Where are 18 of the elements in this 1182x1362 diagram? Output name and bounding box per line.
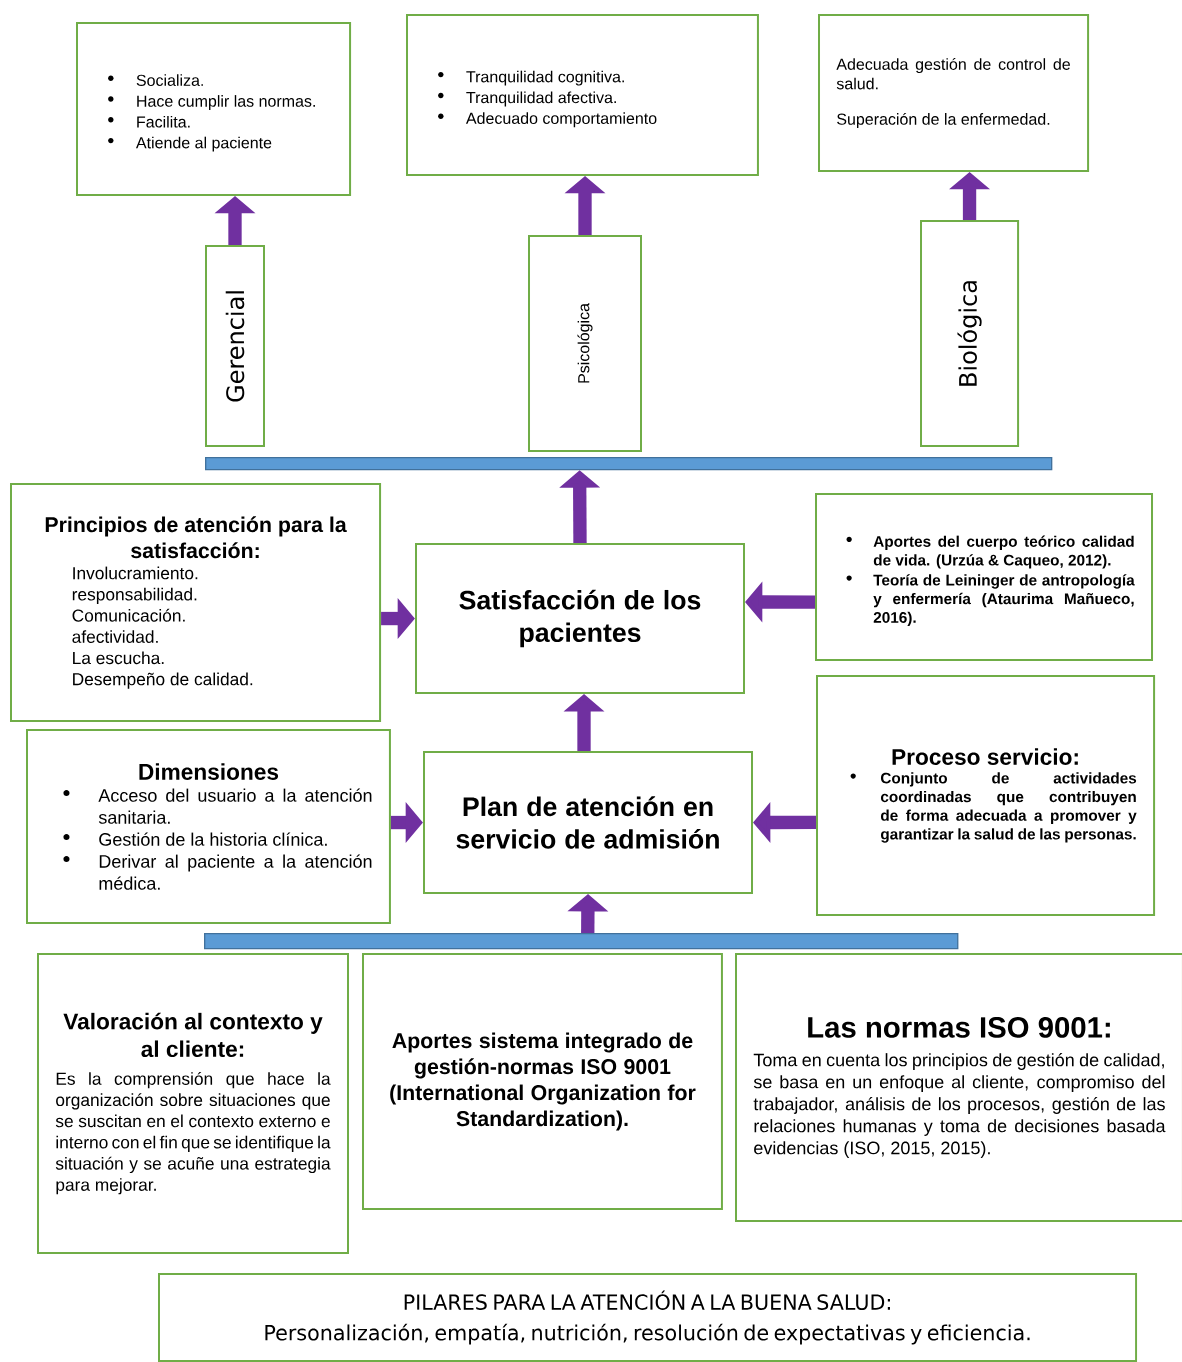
vertical-label-box: Gerencial — [205, 245, 265, 447]
bullet-list-box: Socializa. Hace cumplir las normas. Facilita. Atiende al paciente — [76, 22, 352, 196]
vertical-label-box: Biológica — [920, 220, 1020, 448]
process-box: Satisfacción de los pacientes — [415, 543, 745, 695]
text-box: Adecuada gestión de control de salud. Superación de la enfermedad. — [818, 14, 1090, 172]
text-box: Proceso servicio: Conjunto de actividades coordinadas que contribuyen de forma adecuada a promover y garantizar la salud de las personas. — [816, 675, 1156, 916]
text-box: Las normas ISO 9001: Toma en cuenta los principios de gestión de calidad, se basa en un enfoque al cliente, compromiso del trabajador, análisis de los procesos, gestión de las relaciones humanas y toma de decisiones basada evidencias (ISO, 2015, 2015). — [735, 953, 1182, 1222]
text-box: Valoración al contexto y al cliente: Es la comprensión que hace la organización sobre situaciones que se suscitan en el contexto externo e interno con el fin que se identifique la situación y se acuñe una estrategia para mejorar. — [37, 953, 349, 1254]
bar — [204, 933, 959, 950]
process-box: Plan de atención en servicio de admisión — [423, 751, 753, 895]
bullet-list-box: Tranquilidad cognitiva. Tranquilidad afectiva. Adecuado comportamiento — [406, 14, 759, 176]
text-box: Aportes sistema integrado de gestión-normas ISO 9001 (International Organization for Standardization). — [362, 953, 723, 1210]
vertical-label-box: Psicológica — [528, 235, 642, 452]
bar — [205, 457, 1053, 471]
text-box: Dimensiones Acceso del usuario a la atención sanitaria. Gestión de la historia clínica. Derivar al paciente a la atención médica. — [26, 729, 391, 925]
bullet-list-box: Aportes del cuerpo teórico calidad de vida. (Urzúa & Caqueo, 2012). Teoría de Leininger de antropología y enfermería (Ataurima Mañueco, 2016). — [815, 493, 1153, 661]
text-box: PILARES PARA LA ATENCIÓN A LA BUENA SALUD: Personalización, empatía, nutrición, resolución de expectativas y eficiencia. — [158, 1273, 1138, 1362]
text-box: Principios de atención para la satisfacción: Involucramiento. responsabilidad. Comunicación. afectividad. La escucha. Desempeño de calidad. — [10, 483, 382, 723]
